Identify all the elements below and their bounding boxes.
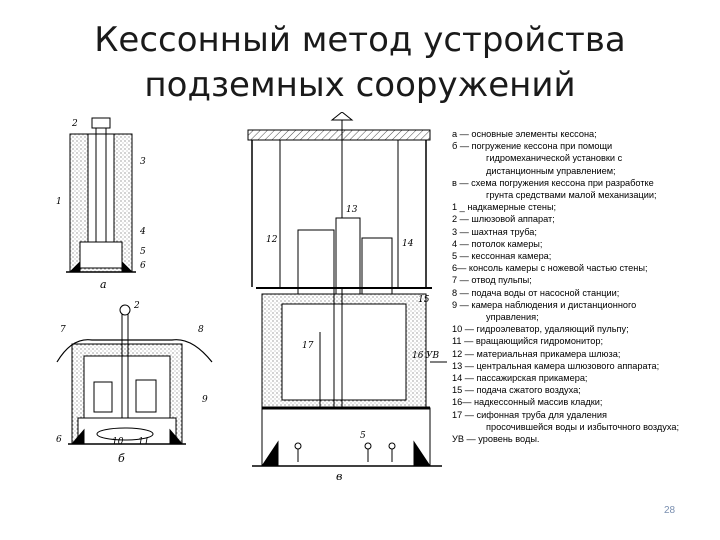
panel-a-drawing xyxy=(66,117,136,273)
callout-c-uv: УВ xyxy=(426,351,440,361)
callout-b-7: 7 xyxy=(60,325,66,335)
legend-item-continuation: гидромеханической установки с xyxy=(486,153,623,164)
legend-item-text: в — схема погружения кессона при разрабо… xyxy=(452,177,654,188)
legend-item-continuation: просочившейся воды и избыточного воздуха… xyxy=(486,421,680,432)
legend-item-text: 6— консоль камеры с ножевой частью стены… xyxy=(452,263,648,274)
legend-item: 11 — вращающийся гидромонитор; xyxy=(452,335,714,347)
legend-item-text: 11 — вращающийся гидромонитор; xyxy=(452,336,604,347)
caisson-figure: 2 3 1 4 5 6 а 2 7 8 9 6 10 11 б 13 14 15… xyxy=(52,111,447,492)
page-number: 28 xyxy=(664,505,676,516)
legend-item: в — схема погружения кессона при разрабо… xyxy=(452,177,714,201)
callout-c-15: 15 xyxy=(418,295,430,305)
legend-item: 16— надкессонный массив кладки; xyxy=(452,396,714,408)
legend-item-text: 5 — кессонная камера; xyxy=(452,251,552,262)
slide-title: Кессонный метод устройства подземных соо… xyxy=(60,18,660,108)
legend-item-text: 17 — сифонная труба для удаления xyxy=(452,409,607,420)
callout-b-2: 2 xyxy=(133,301,140,311)
panel-label-c: в xyxy=(336,470,342,483)
legend-item: 10 — гидроэлеватор, удаляющий пульпу; xyxy=(452,323,714,335)
caisson-drawing: 2 3 1 4 5 6 а 2 7 8 9 6 10 11 б 13 14 15… xyxy=(56,111,447,483)
callout-a-1: 1 xyxy=(56,197,62,207)
legend-item: 2 — шлюзовой аппарат; xyxy=(452,213,714,225)
legend: а — основные элементы кессона;б — погруж… xyxy=(452,128,714,445)
legend-item-text: 12 — материальная прикамера шлюза; xyxy=(452,348,621,359)
callout-b-10: 10 xyxy=(112,437,124,447)
legend-item: 12 — материальная прикамера шлюза; xyxy=(452,348,714,360)
legend-item: 7 — отвод пульпы; xyxy=(452,274,714,286)
legend-item-text: 3 — шахтная труба; xyxy=(452,226,537,237)
legend-item: 5 — кессонная камера; xyxy=(452,250,714,262)
title-line-1: Кессонный метод устройства xyxy=(94,20,626,60)
callout-c-14: 14 xyxy=(402,239,414,249)
legend-item-text: 15 — подача сжатого воздуха; xyxy=(452,385,581,396)
legend-item-text: 14 — пассажирская прикамера; xyxy=(452,373,588,384)
legend-item-text: 8 — подача воды от насосной станции; xyxy=(452,287,620,298)
callout-b-11: 11 xyxy=(138,437,149,447)
callout-a-6: 6 xyxy=(140,261,146,271)
callout-b-6: 6 xyxy=(56,435,62,445)
legend-item-text: 13 — центральная камера шлюзового аппара… xyxy=(452,360,660,371)
legend-item-text: 10 — гидроэлеватор, удаляющий пульпу; xyxy=(452,324,629,335)
callout-a-4: 4 xyxy=(139,227,146,237)
panel-label-a: а xyxy=(100,278,107,291)
legend-item-text: 7 — отвод пульпы; xyxy=(452,275,532,286)
legend-item-text: 9 — камера наблюдения и дистанционного xyxy=(452,299,637,310)
callout-c-12: 12 xyxy=(266,235,278,245)
legend-item: УВ — уровень воды. xyxy=(452,433,714,445)
legend-item: 9 — камера наблюдения и дистанционного уп… xyxy=(452,299,714,323)
legend-item: 15 — подача сжатого воздуха; xyxy=(452,384,714,396)
legend-item-text: 16— надкессонный массив кладки; xyxy=(452,397,603,408)
legend-item-continuation: дистанционным управлением; xyxy=(486,165,616,176)
callout-c-16: 16 xyxy=(412,351,424,361)
legend-item: 3 — шахтная труба; xyxy=(452,226,714,238)
callout-b-9: 9 xyxy=(202,395,208,405)
legend-item: 6— консоль камеры с ножевой частью стены… xyxy=(452,262,714,274)
legend-item: 13 — центральная камера шлюзового аппара… xyxy=(452,360,714,372)
legend-item: 14 — пассажирская прикамера; xyxy=(452,372,714,384)
legend-item-text: б — погружение кессона при помощи xyxy=(452,141,613,152)
callout-a-3: 3 xyxy=(140,157,146,167)
legend-item-text: 2 — шлюзовой аппарат; xyxy=(452,214,555,225)
callout-c-17: 17 xyxy=(302,341,314,351)
legend-item-text: УВ — уровень воды. xyxy=(452,434,540,445)
callout-c-13: 13 xyxy=(346,205,358,215)
legend-item-text: 1 _ надкамерные стены; xyxy=(452,202,557,213)
legend-item-continuation: управления; xyxy=(486,312,539,323)
legend-item-text: а — основные элементы кессона; xyxy=(452,129,597,139)
callout-c-5: 5 xyxy=(360,431,366,441)
panel-label-b: б xyxy=(118,452,125,465)
callout-b-8: 8 xyxy=(198,325,204,335)
callout-a-5: 5 xyxy=(140,247,146,257)
legend-item-continuation: грунта средствами малой механизации; xyxy=(486,190,657,201)
legend-item: 4 — потолок камеры; xyxy=(452,238,714,250)
legend-item-text: 4 — потолок камеры; xyxy=(452,238,543,249)
title-line-2: подземных сооружений xyxy=(144,65,576,105)
legend-item: 1 _ надкамерные стены; xyxy=(452,201,714,213)
panel-c-drawing xyxy=(247,111,447,467)
legend-item: а — основные элементы кессона; xyxy=(452,128,714,140)
legend-item: 8 — подача воды от насосной станции; xyxy=(452,287,714,299)
callout-a-2: 2 xyxy=(71,119,78,129)
panel-b-drawing xyxy=(56,304,213,445)
